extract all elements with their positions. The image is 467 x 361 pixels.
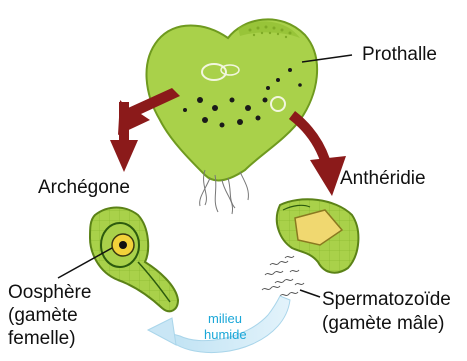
spermatozoide-pointer [300, 290, 320, 297]
arrow-to-antheridie [292, 115, 346, 196]
milieu-label-line2: humide [204, 327, 247, 342]
oosphere-label-line1: Oosphère [8, 282, 91, 303]
spermatozoide-label-line1: Spermatozoïde [322, 289, 451, 310]
spermatozoids [262, 256, 304, 296]
archegone-organ [90, 208, 178, 312]
milieu-label-line1: milieu [208, 311, 242, 326]
prothalle-label: Prothalle [362, 44, 437, 65]
oosphere-label-line3: femelle) [8, 328, 76, 349]
spermatozoide-label-line2: (gamète mâle) [322, 313, 445, 334]
prothalle-shape [146, 19, 317, 180]
antheridie-organ [277, 199, 359, 272]
oosphere-label-line2: (gamète [8, 305, 78, 326]
archegone-label: Archégone [38, 177, 130, 198]
antheridie-label: Anthéridie [340, 168, 426, 189]
